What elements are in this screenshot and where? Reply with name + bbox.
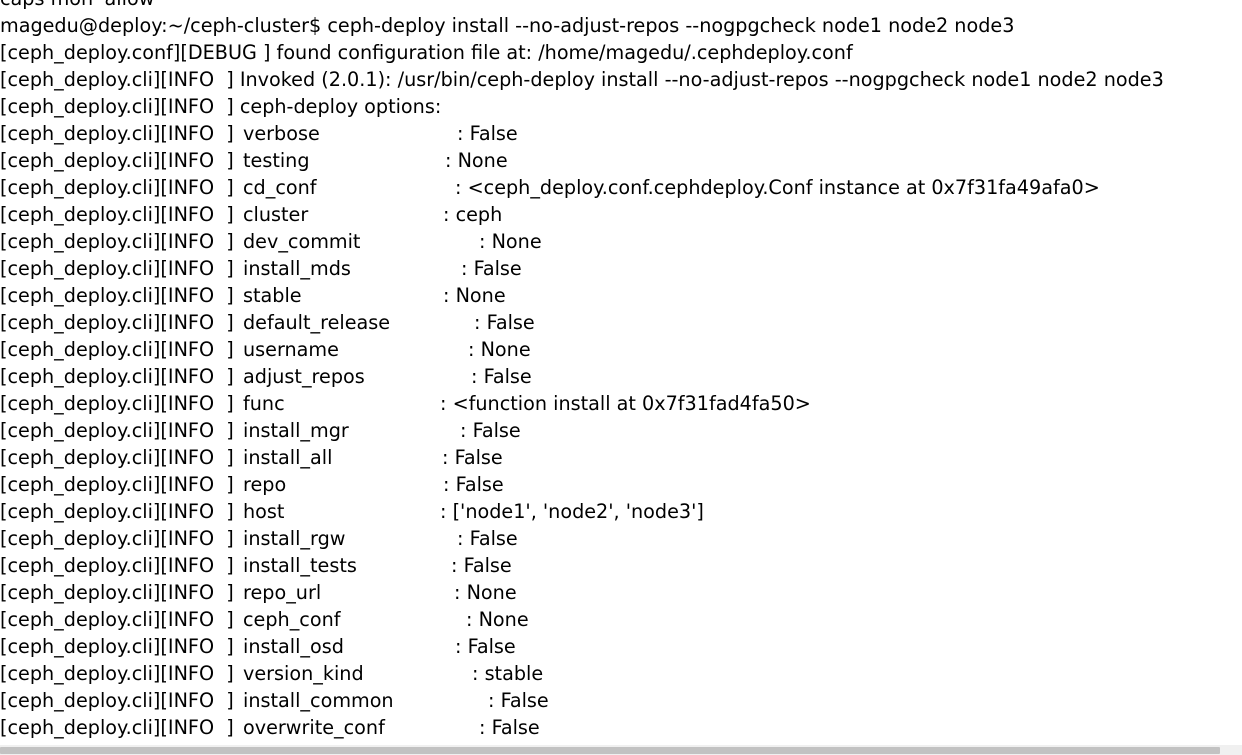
option-key: overwrite_conf — [243, 716, 385, 739]
log-prefix: [ceph_deploy.cli][INFO ] — [0, 635, 234, 658]
option-key: install_common — [243, 689, 394, 712]
log-prefix: [ceph_deploy.cli][INFO ] — [0, 716, 234, 739]
option-key: cd_conf — [243, 176, 317, 199]
option-key: repo — [243, 473, 287, 496]
option-value: : False — [460, 419, 521, 442]
option-key: install_tests — [243, 554, 357, 577]
option-key: install_rgw — [243, 527, 346, 550]
log-prefix: [ceph_deploy.cli][INFO ] — [0, 392, 234, 415]
terminal-text: magedu@deploy:~/ceph-cluster$ ceph-deplo… — [0, 14, 1015, 37]
terminal-text: caps mon 'allow *' — [0, 0, 175, 12]
option-value: : False — [455, 635, 516, 658]
option-value: : False — [443, 473, 504, 496]
option-value: : ['node1', 'node2', 'node3'] — [440, 500, 704, 523]
option-value: : None — [468, 338, 531, 361]
log-prefix: [ceph_deploy.cli][INFO ] — [0, 446, 234, 469]
option-key: dev_commit — [243, 230, 361, 253]
log-prefix: [ceph_deploy.cli][INFO ] — [0, 608, 234, 631]
horizontal-scrollbar[interactable] — [0, 745, 1242, 755]
option-value: : None — [479, 230, 542, 253]
option-key: func — [243, 392, 285, 415]
option-value: : False — [457, 122, 518, 145]
option-key: ceph_conf — [243, 608, 341, 631]
option-key: install_mgr — [243, 419, 349, 442]
log-prefix: [ceph_deploy.cli][INFO ] — [0, 473, 234, 496]
option-value: : None — [443, 284, 506, 307]
option-key: host — [243, 500, 285, 523]
option-value: : False — [471, 365, 532, 388]
option-value: : False — [442, 446, 503, 469]
option-value: : <function install at 0x7f31fad4fa50> — [440, 392, 811, 415]
log-prefix: [ceph_deploy.cli][INFO ] — [0, 176, 234, 199]
log-prefix: [ceph_deploy.cli][INFO ] — [0, 419, 234, 442]
log-prefix: [ceph_deploy.cli][INFO ] — [0, 149, 234, 172]
terminal-text: [ceph_deploy.conf][DEBUG ] found configu… — [0, 41, 853, 64]
terminal-text: [ceph_deploy.cli][INFO ] Invoked (2.0.1)… — [0, 68, 1164, 91]
option-value: : False — [451, 554, 512, 577]
option-value: : False — [457, 527, 518, 550]
option-key: testing — [243, 149, 310, 172]
option-value: : <ceph_deploy.conf.cephdeploy.Conf inst… — [455, 176, 1100, 199]
log-prefix: [ceph_deploy.cli][INFO ] — [0, 581, 234, 604]
log-prefix: [ceph_deploy.cli][INFO ] — [0, 122, 234, 145]
option-key: install_osd — [243, 635, 344, 658]
option-value: : ceph — [443, 203, 503, 226]
option-value: : stable — [472, 662, 544, 685]
option-key: version_kind — [243, 662, 364, 685]
log-prefix: [ceph_deploy.cli][INFO ] — [0, 527, 234, 550]
option-key: install_all — [243, 446, 333, 469]
log-prefix: [ceph_deploy.cli][INFO ] — [0, 554, 234, 577]
log-prefix: [ceph_deploy.cli][INFO ] — [0, 203, 234, 226]
option-key: verbose — [243, 122, 320, 145]
log-prefix: [ceph_deploy.cli][INFO ] — [0, 284, 234, 307]
option-value: : None — [454, 581, 517, 604]
log-prefix: [ceph_deploy.cli][INFO ] — [0, 230, 234, 253]
option-key: install_mds — [243, 257, 351, 280]
log-prefix: [ceph_deploy.cli][INFO ] — [0, 662, 234, 685]
option-value: : None — [466, 608, 529, 631]
option-key: cluster — [243, 203, 309, 226]
scrollbar-thumb[interactable] — [0, 747, 1220, 754]
option-value: : None — [445, 149, 508, 172]
option-key: username — [243, 338, 339, 361]
option-key: repo_url — [243, 581, 322, 604]
option-value: : False — [488, 689, 549, 712]
log-prefix: [ceph_deploy.cli][INFO ] — [0, 500, 234, 523]
log-prefix: [ceph_deploy.cli][INFO ] — [0, 689, 234, 712]
terminal-text: [ceph_deploy.cli][INFO ] ceph-deploy opt… — [0, 95, 442, 118]
log-prefix: [ceph_deploy.cli][INFO ] — [0, 311, 234, 334]
option-key: stable — [243, 284, 302, 307]
option-value: : False — [474, 311, 535, 334]
option-value: : False — [461, 257, 522, 280]
option-value: : False — [479, 716, 540, 739]
log-prefix: [ceph_deploy.cli][INFO ] — [0, 365, 234, 388]
log-prefix: [ceph_deploy.cli][INFO ] — [0, 338, 234, 361]
option-key: adjust_repos — [243, 365, 365, 388]
option-key: default_release — [243, 311, 391, 334]
log-prefix: [ceph_deploy.cli][INFO ] — [0, 257, 234, 280]
